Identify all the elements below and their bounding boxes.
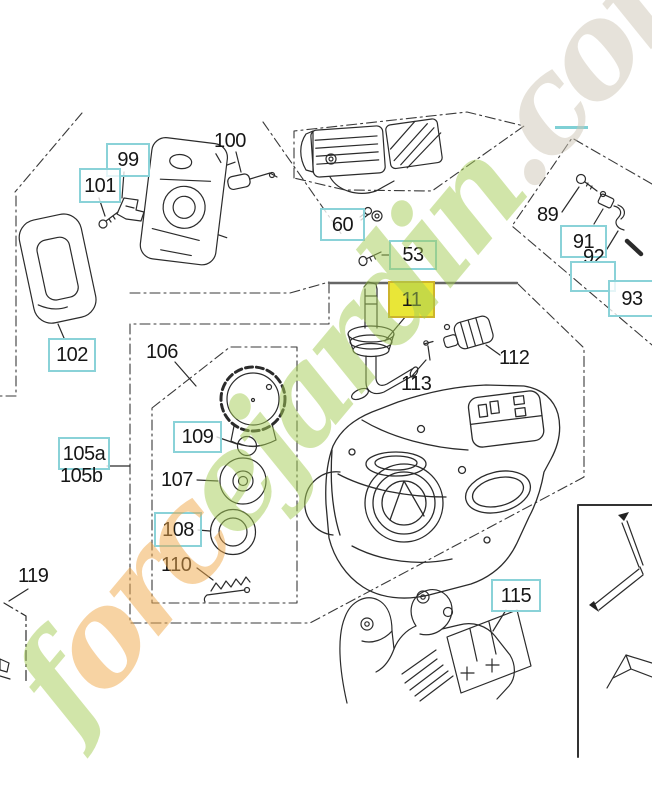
muffler-drawing <box>300 118 443 194</box>
part-label-107: 107 <box>161 469 193 491</box>
part-label-115[interactable]: 115 <box>491 579 541 612</box>
fuel-pickup-11-drawing <box>347 281 419 401</box>
group-boundary-lines <box>0 111 652 624</box>
part-label-102[interactable]: 102 <box>48 338 96 372</box>
part-label-101[interactable]: 101 <box>79 168 121 203</box>
screw-53-drawing <box>358 251 390 267</box>
teal-marker-line <box>555 126 588 129</box>
part-label-89: 89 <box>537 204 559 226</box>
part-label-113: 113 <box>401 373 432 395</box>
part-label-105b: 105b <box>60 465 103 487</box>
side-panel-drawing <box>577 504 652 758</box>
part-label-112: 112 <box>499 347 530 369</box>
part-box-92-empty[interactable] <box>570 261 616 292</box>
part-label-105a[interactable]: 105a <box>58 437 110 470</box>
fuel-cap-group-drawing <box>106 361 287 603</box>
part-label-100: 100 <box>214 130 246 152</box>
part-label-109[interactable]: 109 <box>173 421 222 453</box>
fuel-filter-112-drawing <box>443 315 501 356</box>
part-label-110: 110 <box>161 554 192 576</box>
part-label-119: 119 <box>18 565 49 587</box>
part-label-106: 106 <box>146 341 178 363</box>
fuel-tank-drawing <box>304 384 561 599</box>
part-label-11-highlighted[interactable]: 11 <box>388 281 435 318</box>
carburetor-parts-drawing <box>561 173 644 257</box>
part-label-60[interactable]: 60 <box>320 208 365 241</box>
part-label-108[interactable]: 108 <box>154 512 202 547</box>
part-119-drawing <box>0 588 29 684</box>
bracket-115-drawing <box>339 589 532 704</box>
part-label-53[interactable]: 53 <box>389 240 437 270</box>
part-label-93[interactable]: 93 <box>608 280 652 317</box>
clip-113-drawing <box>411 340 434 377</box>
air-filter-assembly-drawing <box>18 137 278 339</box>
part-label-91[interactable]: 91 <box>560 225 607 258</box>
